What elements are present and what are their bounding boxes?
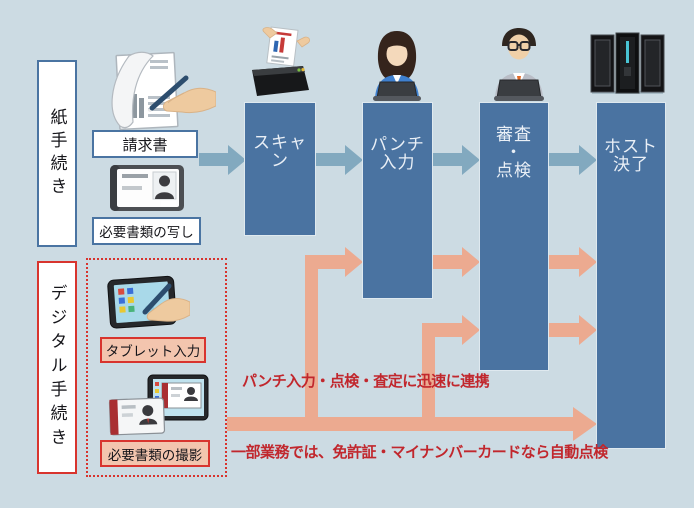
lane-label-digital-procedure: デジタル手続き <box>37 261 77 474</box>
process-box-scan: スキャン <box>245 103 315 235</box>
caption-invoice-text: 請求書 <box>122 136 168 154</box>
process-box-scan-label: スキャン <box>253 133 307 170</box>
process-box-host-completion-label: ホスト 決了 <box>604 137 658 174</box>
process-box-review-inspection-label: 審査 ・ 点検 <box>496 125 532 180</box>
process-box-host-completion: ホスト 決了 <box>597 103 665 448</box>
caption-tablet-entry-text: タブレット入力 <box>105 344 201 359</box>
annotation-auto-check: 一部業務では、免許証・マイナンバーカードなら自動点検 <box>231 444 608 461</box>
lane-label-paper-procedure: 紙手続き <box>37 60 77 247</box>
process-box-punch-input-label: パンチ 入力 <box>370 135 425 172</box>
lane-paper-text: 紙手続き <box>47 107 67 200</box>
host-server-icon <box>590 32 665 94</box>
process-box-punch-input: パンチ 入力 <box>363 103 432 298</box>
caption-document-copy: 必要書類の写し <box>92 217 201 245</box>
female-operator-icon <box>373 31 421 101</box>
lane-digital-text: デジタル手続き <box>47 283 67 452</box>
caption-document-photo: 必要書類の撮影 <box>100 440 210 467</box>
caption-document-photo-text: 必要書類の撮影 <box>107 447 203 463</box>
document-pen-icon <box>111 51 216 131</box>
id-card-icon <box>110 165 184 211</box>
tablet-pen-icon <box>107 275 190 329</box>
annotation-quick-link: パンチ入力・点検・査定に迅速に連携 <box>242 373 490 390</box>
caption-tablet-entry: タブレット入力 <box>100 337 206 363</box>
tablet-camera-icon <box>108 374 209 436</box>
scanner-icon <box>252 26 311 96</box>
digital-inputs-group-outline <box>86 258 227 477</box>
process-box-review-inspection: 審査 ・ 点検 <box>480 103 548 370</box>
caption-invoice: 請求書 <box>92 130 198 158</box>
male-examiner-icon <box>494 28 544 101</box>
caption-document-copy-text: 必要書類の写し <box>99 225 194 240</box>
